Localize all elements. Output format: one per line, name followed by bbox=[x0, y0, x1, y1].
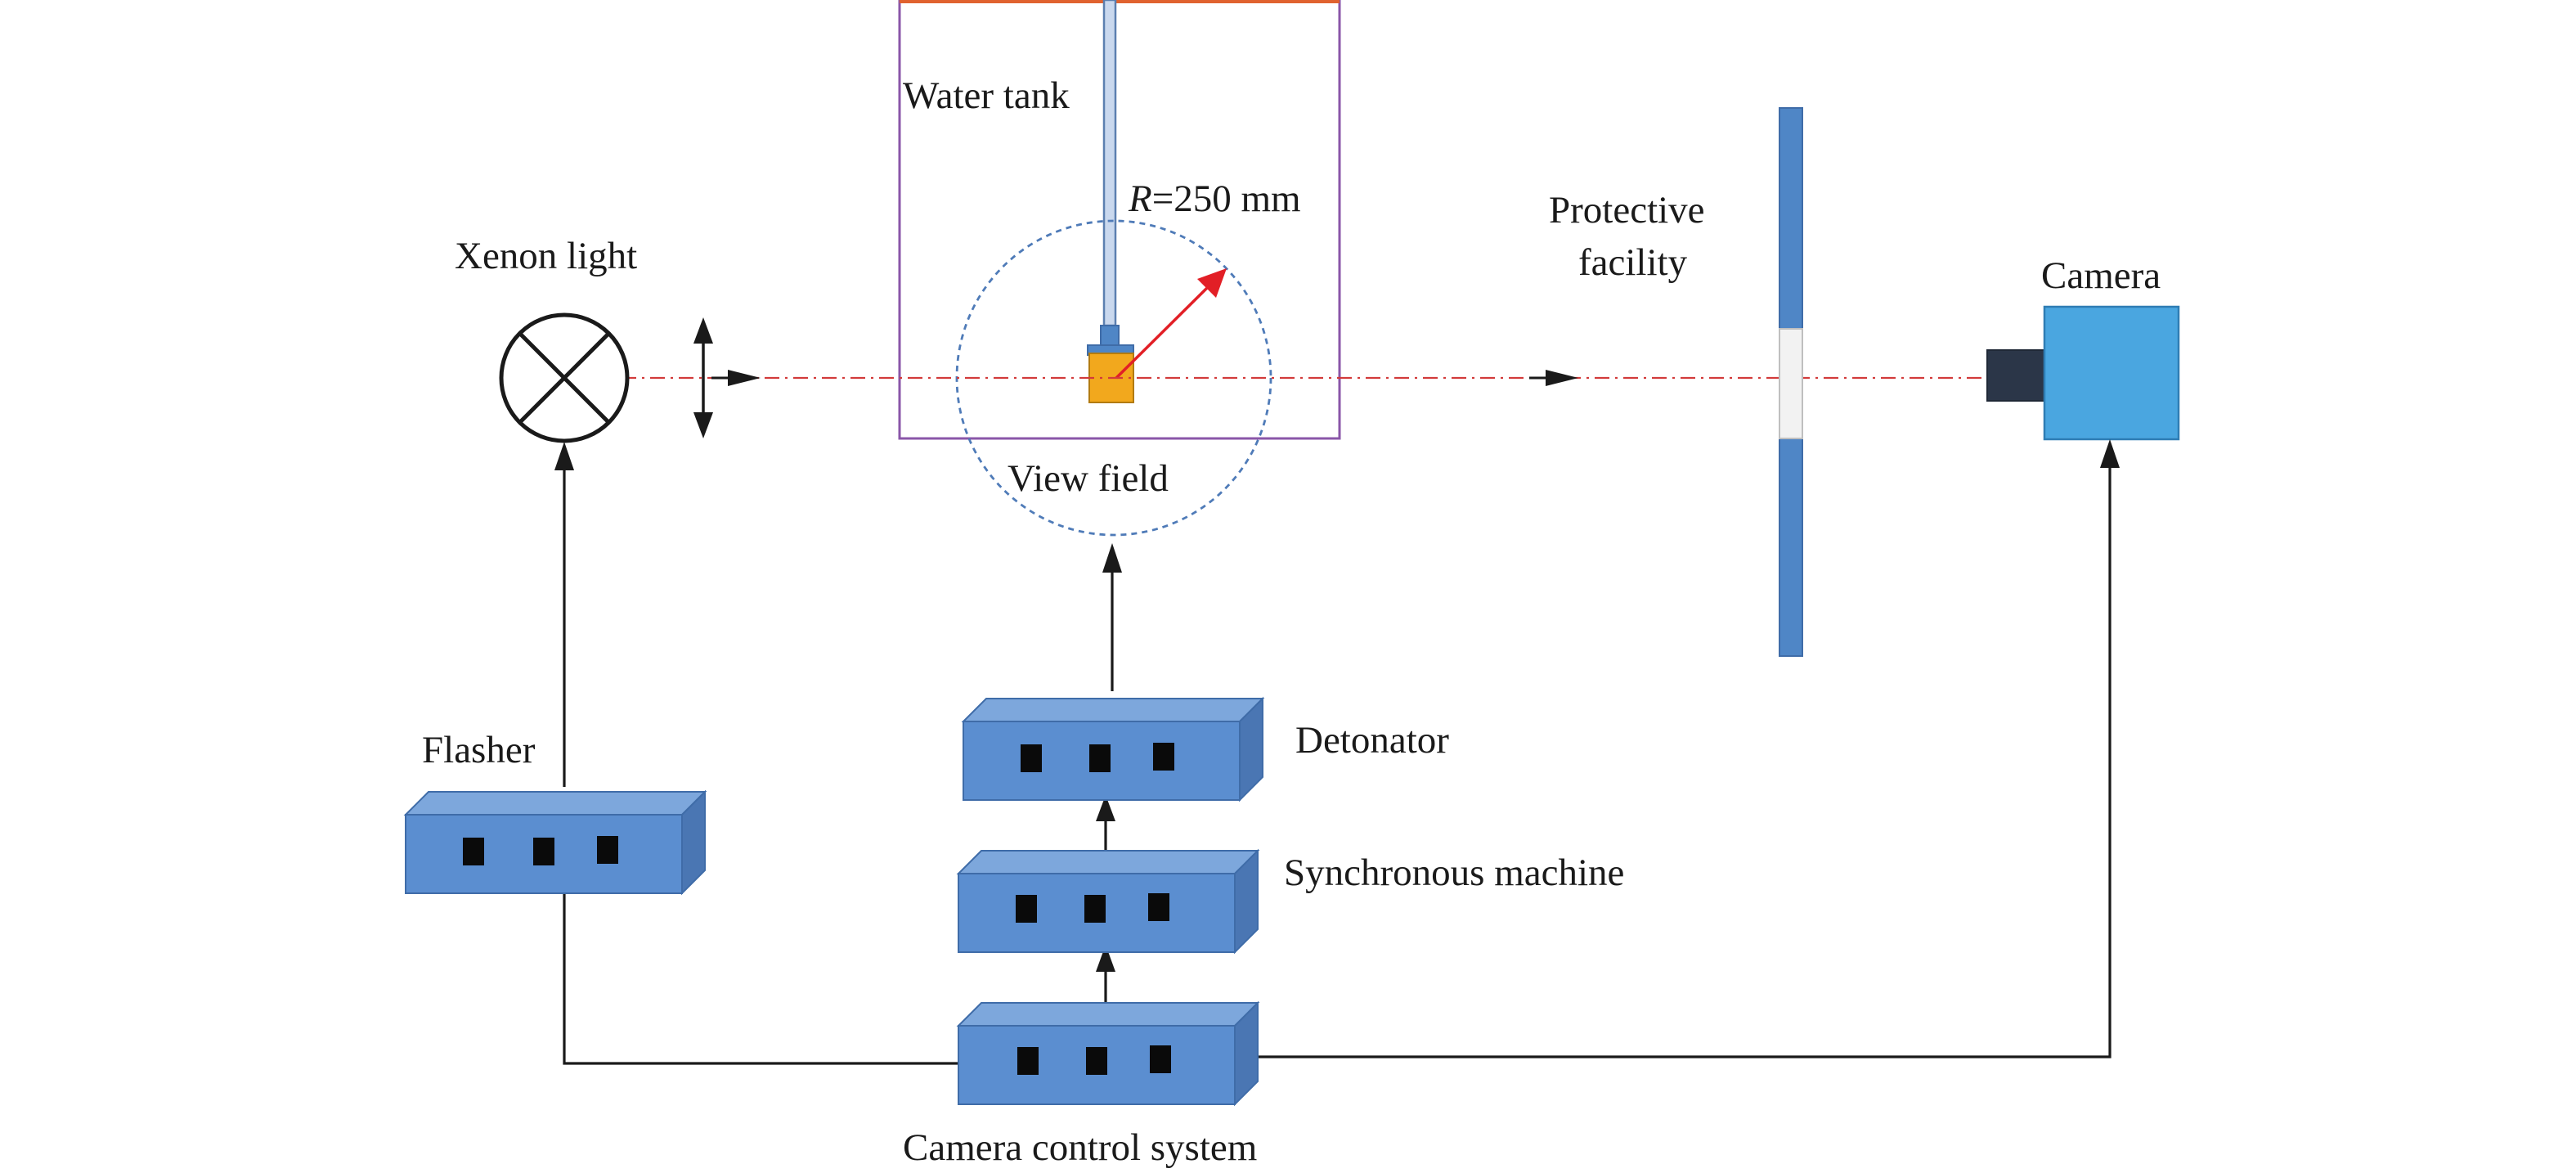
radius-arrow bbox=[1115, 285, 1210, 380]
arrow-to-viewfield bbox=[1102, 543, 1122, 573]
charge-assembly bbox=[1087, 0, 1134, 403]
charge-holder bbox=[1100, 325, 1120, 348]
radius-label: R=250 mm bbox=[1128, 178, 1301, 220]
protective-facility-label-1: Protective bbox=[1549, 189, 1705, 231]
control-indicator-1 bbox=[1017, 1047, 1039, 1075]
wire-control-to-flasher bbox=[563, 885, 958, 1065]
water-tank-outline bbox=[898, 0, 1341, 440]
detonator-indicator-2 bbox=[1089, 744, 1111, 772]
wire-control-to-camera bbox=[1258, 446, 2112, 1058]
camera-label: Camera bbox=[2041, 254, 2161, 297]
protective-window bbox=[1779, 328, 1803, 439]
detonator-top bbox=[961, 698, 1265, 722]
detonator-device: Detonator bbox=[961, 696, 1449, 802]
synchronous-machine-device: Synchronous machine bbox=[956, 848, 1624, 955]
detonator-indicator-3 bbox=[1153, 743, 1174, 771]
arrow-to-xenon bbox=[554, 442, 574, 470]
beam-arrow-2 bbox=[1546, 370, 1578, 386]
view-field-label: View field bbox=[1008, 457, 1169, 500]
water-tank: Water tank bbox=[898, 0, 1341, 440]
radius-arrow-head bbox=[1197, 268, 1227, 298]
flasher-indicator-2 bbox=[533, 838, 554, 865]
synchronous-machine-label: Synchronous machine bbox=[1284, 852, 1624, 894]
xenon-light-label: Xenon light bbox=[455, 235, 637, 277]
sync-indicator-2 bbox=[1084, 895, 1106, 923]
camera: Camera bbox=[1986, 254, 2180, 441]
control-top bbox=[956, 1002, 1260, 1027]
lens-icon bbox=[693, 317, 713, 438]
radius-indicator: R=250 mm bbox=[1115, 178, 1301, 380]
flasher-label: Flasher bbox=[422, 729, 536, 771]
xenon-light: Xenon light bbox=[455, 235, 637, 443]
sync-indicator-1 bbox=[1016, 895, 1037, 923]
arrow-to-sync bbox=[1096, 945, 1115, 972]
sync-top bbox=[956, 850, 1260, 874]
camera-body bbox=[2043, 305, 2180, 441]
beam-arrow-1 bbox=[728, 370, 761, 386]
water-tank-label: Water tank bbox=[903, 74, 1070, 117]
flasher-indicator-1 bbox=[463, 838, 484, 865]
radius-value: =250 mm bbox=[1152, 178, 1301, 220]
flasher-device: Flasher bbox=[403, 729, 707, 896]
arrow-to-detonator bbox=[1096, 795, 1115, 821]
flasher-top bbox=[403, 791, 707, 816]
radius-symbol: R bbox=[1128, 178, 1152, 220]
flasher-front bbox=[405, 814, 683, 894]
protective-facility: Protective facility bbox=[1549, 107, 1803, 657]
camera-control-system-device: Camera control system bbox=[903, 1000, 1260, 1169]
protective-facility-label-2: facility bbox=[1578, 241, 1688, 284]
flasher-indicator-3 bbox=[597, 836, 618, 864]
suspension-rod bbox=[1102, 0, 1117, 327]
arrow-to-camera bbox=[2100, 439, 2120, 468]
detonator-indicator-1 bbox=[1021, 744, 1042, 772]
camera-lens bbox=[1986, 349, 2045, 402]
lens-bottom-arrow bbox=[693, 412, 713, 438]
sync-indicator-3 bbox=[1148, 893, 1169, 921]
xenon-lamp-cross-2 bbox=[518, 332, 610, 424]
camera-control-system-label: Camera control system bbox=[903, 1126, 1257, 1169]
lens-top-arrow bbox=[693, 317, 713, 344]
control-indicator-3 bbox=[1150, 1045, 1171, 1073]
signal-wires bbox=[554, 439, 2120, 1065]
detonator-label: Detonator bbox=[1295, 719, 1449, 762]
control-indicator-2 bbox=[1086, 1047, 1107, 1075]
